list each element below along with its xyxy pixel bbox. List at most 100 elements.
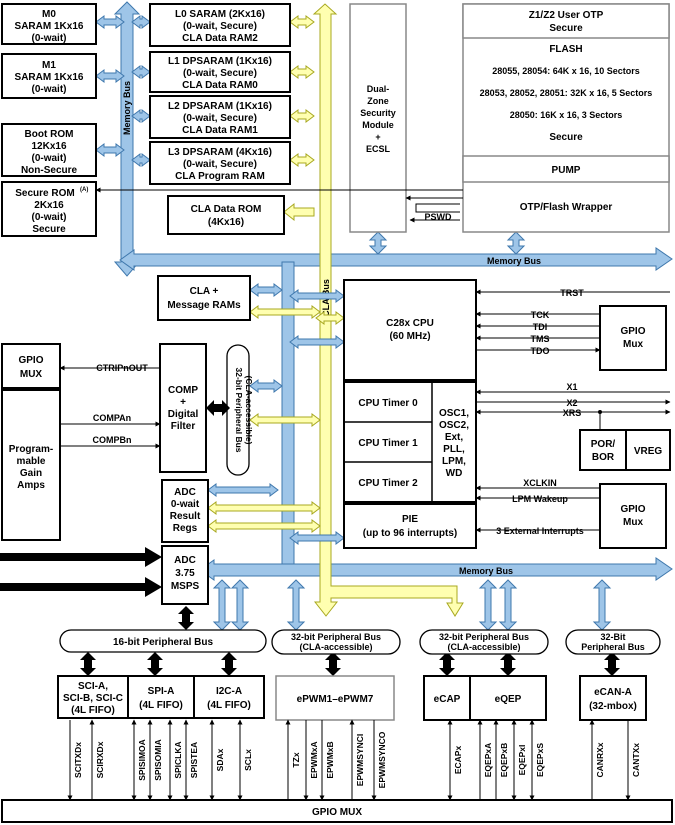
pin-label-tzx: TZx: [291, 752, 301, 767]
svg-text:GPIO MUX: GPIO MUX: [312, 807, 362, 818]
eqep-block: eQEP: [469, 675, 547, 721]
svg-text:Peripheral Bus: Peripheral Bus: [581, 642, 645, 652]
periph32-bus-c: 32-Bit Peripheral Bus: [565, 629, 661, 655]
svg-text:eCAN-A: eCAN-A: [594, 687, 632, 698]
pin-label-ecapx: ECAPx: [453, 746, 463, 775]
pin-label-spistea: SPISTEA: [189, 742, 199, 778]
svg-text:Program-: Program-: [9, 444, 53, 455]
c28x-cpu: C28x CPU (60 MHz): [343, 279, 477, 381]
svg-text:SPI-A: SPI-A: [148, 686, 175, 697]
memory-bus-vertical-label: Memory Bus: [122, 81, 132, 135]
svg-text:OSC1,: OSC1,: [439, 408, 469, 419]
svg-text:Mux: Mux: [623, 339, 643, 350]
svg-text:eCAP: eCAP: [434, 694, 461, 705]
i2c-block: I2C-A (4L FIFO): [193, 675, 265, 719]
svg-text:CPU Timer 2: CPU Timer 2: [358, 478, 418, 489]
svg-text:CLA Data RAM2: CLA Data RAM2: [182, 33, 258, 44]
svg-text:VREG: VREG: [634, 446, 663, 457]
svg-text:SCI-B, SCI-C: SCI-B, SCI-C: [63, 693, 123, 704]
svg-text:(0-wait): (0-wait): [32, 212, 67, 223]
svg-text:Secure: Secure: [549, 23, 583, 34]
svg-text:LPM,: LPM,: [442, 456, 466, 467]
svg-text:ePWM1–ePWM7: ePWM1–ePWM7: [297, 694, 374, 705]
l3-dpsaram: L3 DPSARAM (4Kx16) (0-wait, Secure) CLA …: [149, 141, 291, 185]
svg-text:I2C-A: I2C-A: [216, 686, 242, 697]
periph32-bus-b: 32-bit Peripheral Bus (CLA-accessible): [419, 629, 549, 655]
svg-text:PLL,: PLL,: [443, 444, 465, 455]
epwm-block: ePWM1–ePWM7: [275, 675, 395, 721]
svg-text:BOR: BOR: [592, 452, 615, 463]
svg-text:2Kx16: 2Kx16: [34, 200, 64, 211]
svg-text:PUMP: PUMP: [552, 165, 581, 176]
pswd-label: PSWD: [425, 212, 453, 222]
svg-text:CPU Timer 1: CPU Timer 1: [358, 438, 418, 449]
svg-text:(60 MHz): (60 MHz): [389, 331, 430, 342]
svg-text:TDI: TDI: [533, 322, 548, 332]
svg-text:TMS: TMS: [531, 334, 550, 344]
comp-digital-filter: COMP + Digital Filter: [159, 343, 207, 473]
svg-text:L0 SARAM (2Kx16): L0 SARAM (2Kx16): [175, 9, 265, 20]
svg-text:CLA Program RAM: CLA Program RAM: [175, 171, 265, 182]
svg-text:Message RAMs: Message RAMs: [167, 300, 241, 311]
svg-text:+: +: [375, 132, 380, 142]
svg-text:(4L FIFO): (4L FIFO): [207, 700, 251, 711]
pin-label-canrxx: CANRXx: [595, 742, 605, 777]
svg-text:CLA Data RAM1: CLA Data RAM1: [182, 125, 258, 136]
gpio-mux-right-2: GPIO Mux: [599, 483, 667, 549]
svg-text:GPIO: GPIO: [620, 326, 645, 337]
svg-text:X1: X1: [566, 382, 577, 392]
svg-text:XRS: XRS: [563, 408, 582, 418]
svg-text:CPU Timer 0: CPU Timer 0: [358, 398, 418, 409]
pin-label-sclx: SCLx: [243, 749, 253, 771]
pin-label-epwmxa: EPWMxA: [309, 741, 319, 778]
svg-text:28055, 28054: 64K x 16, 10 Sec: 28055, 28054: 64K x 16, 10 Sectors: [492, 66, 640, 76]
svg-text:M0: M0: [42, 9, 56, 20]
svg-text:0-wait: 0-wait: [171, 499, 200, 510]
svg-text:Digital: Digital: [168, 409, 199, 420]
svg-text:WD: WD: [446, 468, 463, 479]
svg-text:Regs: Regs: [173, 523, 198, 534]
svg-text:MSPS: MSPS: [171, 581, 200, 592]
svg-text:SARAM 1Kx16: SARAM 1Kx16: [15, 21, 84, 32]
svg-text:32-bit Peripheral Bus: 32-bit Peripheral Bus: [234, 367, 244, 452]
l0-saram: L0 SARAM (2Kx16) (0-wait, Secure) CLA Da…: [149, 3, 291, 47]
svg-text:TDO: TDO: [531, 346, 550, 356]
pin-label-cantxx: CANTXx: [631, 743, 641, 777]
svg-text:Zone: Zone: [367, 96, 389, 106]
pin-label-epwmsynci: EPWMSYNCI: [355, 734, 365, 786]
pin-label-eqepxa: EQEPxA: [483, 743, 493, 778]
svg-text:SARAM 1Kx16: SARAM 1Kx16: [15, 72, 84, 83]
svg-text:M1: M1: [42, 60, 56, 71]
svg-text:TRST: TRST: [560, 288, 584, 298]
por-bor: POR/ BOR: [579, 429, 627, 471]
svg-text:(CLA-accessible): (CLA-accessible): [244, 376, 254, 445]
svg-text:(A): (A): [80, 187, 88, 193]
svg-text:mable: mable: [17, 456, 46, 467]
svg-text:ECSL: ECSL: [366, 144, 391, 154]
svg-text:Z1/Z2 User OTP: Z1/Z2 User OTP: [529, 10, 604, 21]
svg-text:+: +: [180, 397, 186, 408]
svg-text:ADC: ADC: [174, 487, 196, 498]
gpio-mux-bottom: GPIO MUX: [1, 799, 673, 823]
svg-text:FLASH: FLASH: [549, 44, 582, 55]
svg-text:Ext,: Ext,: [445, 432, 464, 443]
dual-zone-security-module: Dual- Zone Security Module + ECSL: [349, 3, 407, 233]
vreg: VREG: [625, 429, 671, 471]
pin-label-epwmsynco: EPWMSYNCO: [377, 731, 387, 788]
ecap-block: eCAP: [423, 675, 471, 721]
svg-text:ADC: ADC: [174, 555, 196, 566]
pin-label-eqepxs: EQEPxS: [535, 743, 545, 777]
pin-label-eqepxi: EQEPxI: [517, 745, 527, 776]
svg-text:(4Kx16): (4Kx16): [208, 217, 244, 228]
svg-text:MUX: MUX: [20, 369, 43, 380]
l1-dpsaram: L1 DPSARAM (1Kx16) (0-wait, Secure) CLA …: [149, 51, 291, 93]
sci-block: SCI-A, SCI-B, SCI-C (4L FIFO): [57, 675, 129, 719]
cla-data-rom: CLA Data ROM (4Kx16): [167, 195, 285, 235]
svg-text:L2 DPSARAM (1Kx16): L2 DPSARAM (1Kx16): [168, 101, 272, 112]
svg-text:(0-wait): (0-wait): [32, 153, 67, 164]
cla-bus: [312, 3, 464, 617]
svg-text:32-Bit: 32-Bit: [600, 632, 625, 642]
svg-text:C28x CPU: C28x CPU: [386, 318, 434, 329]
svg-text:GPIO: GPIO: [620, 504, 645, 515]
svg-text:COMP: COMP: [168, 385, 198, 396]
